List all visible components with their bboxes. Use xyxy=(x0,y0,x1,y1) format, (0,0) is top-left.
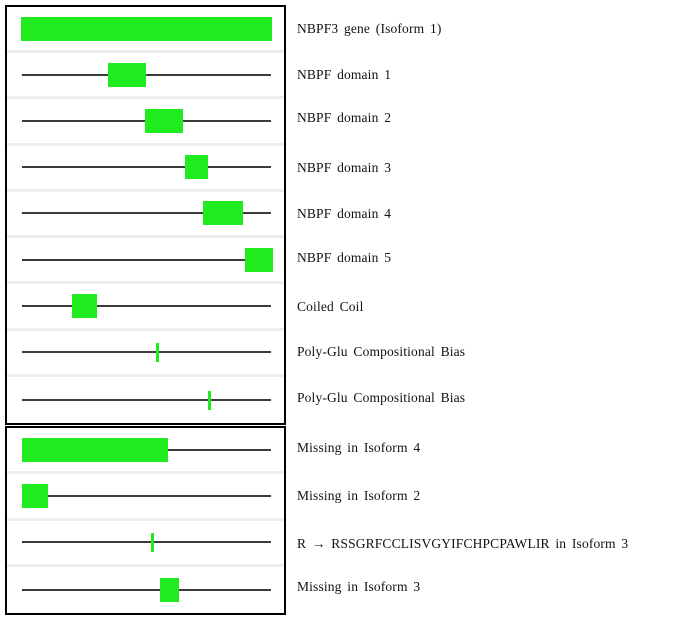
label-missing-isoform-3: Missing in Isoform 3 xyxy=(297,579,421,594)
feature-track-nbpf-domain-4 xyxy=(7,191,284,239)
backbone-line xyxy=(22,351,271,354)
feature-track-coiled-coil xyxy=(7,284,284,331)
feature-track-poly-glu-compositional-bias-2 xyxy=(7,376,284,423)
feature-coiled-coil[interactable] xyxy=(72,293,97,318)
label-nbpf-domain-4: NBPF domain 4 xyxy=(297,206,392,221)
feature-track-nbpf-domain-5 xyxy=(7,238,284,285)
feature-poly-glu-compositional-bias-1[interactable] xyxy=(156,343,159,363)
feature-nbpf3-gene-isoform-1[interactable] xyxy=(21,16,272,41)
label-substitution-isoform-3: R → RSSGRFCCLISVGYIFCHPCPAWLIR in Isofor… xyxy=(297,536,629,551)
feature-missing-in-isoform-2[interactable] xyxy=(22,483,48,508)
backbone-line xyxy=(22,588,271,591)
feature-track-nbpf-domain-2 xyxy=(7,99,284,146)
backbone-line xyxy=(22,494,271,497)
feature-track-missing-in-isoform-2 xyxy=(7,474,284,521)
backbone-line xyxy=(22,212,271,215)
feature-track-nbpf3-gene-isoform-1 xyxy=(7,7,284,54)
isoform-variation-panel xyxy=(5,426,286,615)
label-poly-glu-2: Poly-Glu Compositional Bias xyxy=(297,390,466,405)
feature-nbpf-domain-5[interactable] xyxy=(245,247,273,272)
feature-nbpf-domain-3[interactable] xyxy=(185,155,208,180)
label-nbpf-domain-2: NBPF domain 2 xyxy=(297,110,392,125)
feature-substitution-in-isoform-3[interactable] xyxy=(151,533,154,553)
label-coiled-coil: Coiled Coil xyxy=(297,299,364,314)
label-nbpf-domain-3: NBPF domain 3 xyxy=(297,160,392,175)
feature-missing-in-isoform-4[interactable] xyxy=(22,437,168,462)
label-nbpf-domain-1: NBPF domain 1 xyxy=(297,67,392,82)
backbone-line xyxy=(22,398,271,401)
backbone-line xyxy=(22,166,271,169)
label-nbpf-domain-5: NBPF domain 5 xyxy=(297,250,392,265)
backbone-line xyxy=(22,73,271,76)
feature-track-missing-in-isoform-4 xyxy=(7,428,284,475)
feature-track-poly-glu-compositional-bias-1 xyxy=(7,330,284,377)
feature-poly-glu-compositional-bias-2[interactable] xyxy=(208,390,211,410)
label-nbpf3-gene-isoform-1: NBPF3 gene (Isoform 1) xyxy=(297,21,442,36)
feature-nbpf-domain-4[interactable] xyxy=(203,201,243,226)
features-panel xyxy=(5,5,286,425)
backbone-line xyxy=(22,258,271,261)
feature-nbpf-domain-2[interactable] xyxy=(145,109,183,134)
backbone-line xyxy=(22,304,271,307)
label-poly-glu-1: Poly-Glu Compositional Bias xyxy=(297,344,466,359)
feature-track-nbpf-domain-1 xyxy=(7,53,284,100)
label-missing-isoform-2: Missing in Isoform 2 xyxy=(297,488,421,503)
feature-nbpf-domain-1[interactable] xyxy=(108,62,146,87)
label-missing-isoform-4: Missing in Isoform 4 xyxy=(297,440,421,455)
feature-track-missing-in-isoform-3 xyxy=(7,566,284,613)
backbone-line xyxy=(22,541,271,544)
feature-track-nbpf-domain-3 xyxy=(7,145,284,192)
label-column: NBPF3 gene (Isoform 1) NBPF domain 1 NBPF … xyxy=(297,0,676,620)
feature-track-substitution-in-isoform-3 xyxy=(7,520,284,567)
feature-missing-in-isoform-3[interactable] xyxy=(160,577,179,602)
